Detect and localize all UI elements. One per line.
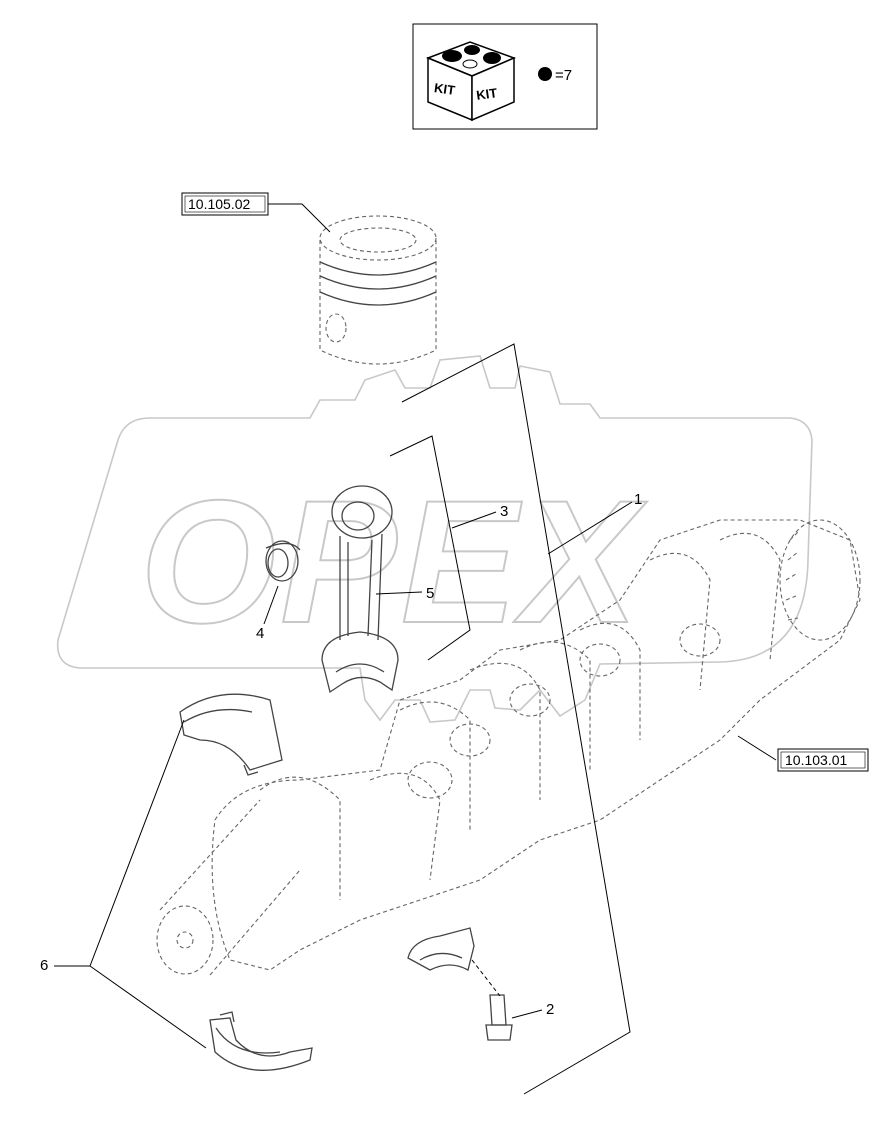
leader-bolt-dash xyxy=(471,959,501,997)
callout-4: 4 xyxy=(256,625,264,642)
main-bearing-upper xyxy=(179,693,283,776)
leader-item-2 xyxy=(511,1009,543,1019)
main-bearing-lower xyxy=(209,1011,313,1071)
ref-piston-label: 10.105.02 xyxy=(188,196,250,212)
kit-dot-icon xyxy=(538,67,552,81)
leader-item-6-lower xyxy=(89,965,207,1049)
ref-box-crankshaft[interactable]: 10.103.01 xyxy=(777,748,869,772)
kit-box-icon: KIT KIT xyxy=(425,41,517,122)
kit-note: =7 xyxy=(555,67,572,84)
connecting-rod xyxy=(321,485,399,694)
callout-3: 3 xyxy=(500,503,508,520)
assembly-brackets xyxy=(389,343,631,1095)
rod-bolt xyxy=(485,994,513,1041)
leader-item-1 xyxy=(547,501,633,555)
leader-piston-ref xyxy=(268,203,331,233)
leader-crankshaft-ref xyxy=(737,735,777,761)
crankshaft xyxy=(156,519,861,976)
kit-badge-right: KIT xyxy=(475,85,498,103)
callout-2: 2 xyxy=(546,1001,554,1018)
gear-outline xyxy=(56,355,813,723)
leader-item-3 xyxy=(451,511,497,529)
leader-item-5 xyxy=(375,591,423,595)
bracket-item-3 xyxy=(389,435,471,661)
piston xyxy=(319,215,437,365)
callout-5: 5 xyxy=(426,585,434,602)
watermark-text: OPEX xyxy=(140,465,648,660)
kit-legend: KIT KIT =7 xyxy=(412,23,598,130)
leader-lines xyxy=(54,203,777,1049)
leader-item-4 xyxy=(263,585,279,625)
rod-bearing-cap xyxy=(407,927,475,971)
ref-box-piston[interactable]: 10.105.02 xyxy=(181,192,269,216)
ref-crankshaft-label: 10.103.01 xyxy=(785,752,847,768)
callout-6: 6 xyxy=(40,957,48,974)
kit-badge-left: KIT xyxy=(433,80,456,98)
callout-1: 1 xyxy=(634,491,642,508)
bracket-item-1 xyxy=(401,343,631,1095)
small-end-bushing xyxy=(265,540,301,582)
leader-item-6-upper xyxy=(54,719,185,967)
opex-watermark: OPEX xyxy=(56,355,813,723)
